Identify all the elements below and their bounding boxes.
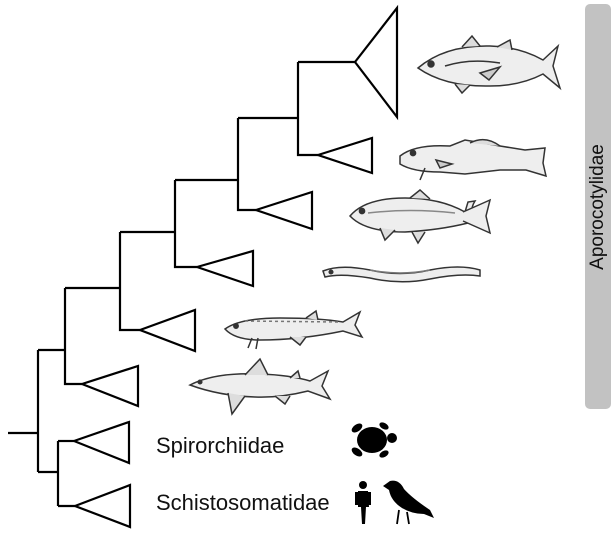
tree-node-2 bbox=[120, 232, 140, 330]
eel-icon bbox=[323, 267, 480, 282]
schistosomatidae-label: Schistosomatidae bbox=[156, 490, 330, 516]
sturgeon-icon bbox=[225, 311, 362, 349]
tree-node-3 bbox=[175, 180, 197, 267]
clade-triangle-eel bbox=[197, 251, 253, 286]
clade-triangle-shark bbox=[82, 366, 138, 406]
aporocotylidae-label-box: Aporocotylidae bbox=[585, 4, 611, 409]
clade-triangle-cod bbox=[318, 138, 372, 173]
shark-icon bbox=[190, 359, 330, 414]
tree-node-4 bbox=[238, 118, 256, 210]
clade-triangle-trout bbox=[256, 192, 312, 229]
clade-triangle-schistosomatidae bbox=[75, 485, 130, 527]
clade-triangle-spirorchiidae bbox=[74, 422, 129, 463]
spirorchiidae-label: Spirorchiidae bbox=[156, 433, 284, 459]
tree-node-5 bbox=[298, 62, 318, 155]
clade-triangle-tuna bbox=[355, 8, 397, 117]
bird-icon bbox=[383, 481, 434, 524]
clade-triangle-sturgeon bbox=[140, 310, 195, 351]
tuna-fish-icon bbox=[418, 36, 560, 93]
tree-node-1 bbox=[65, 288, 82, 384]
human-icon bbox=[355, 481, 371, 524]
aporocotylidae-label: Aporocotylidae bbox=[587, 144, 609, 270]
trout-fish-icon bbox=[350, 190, 490, 243]
turtle-icon bbox=[350, 421, 397, 459]
cod-fish-icon bbox=[400, 140, 546, 180]
